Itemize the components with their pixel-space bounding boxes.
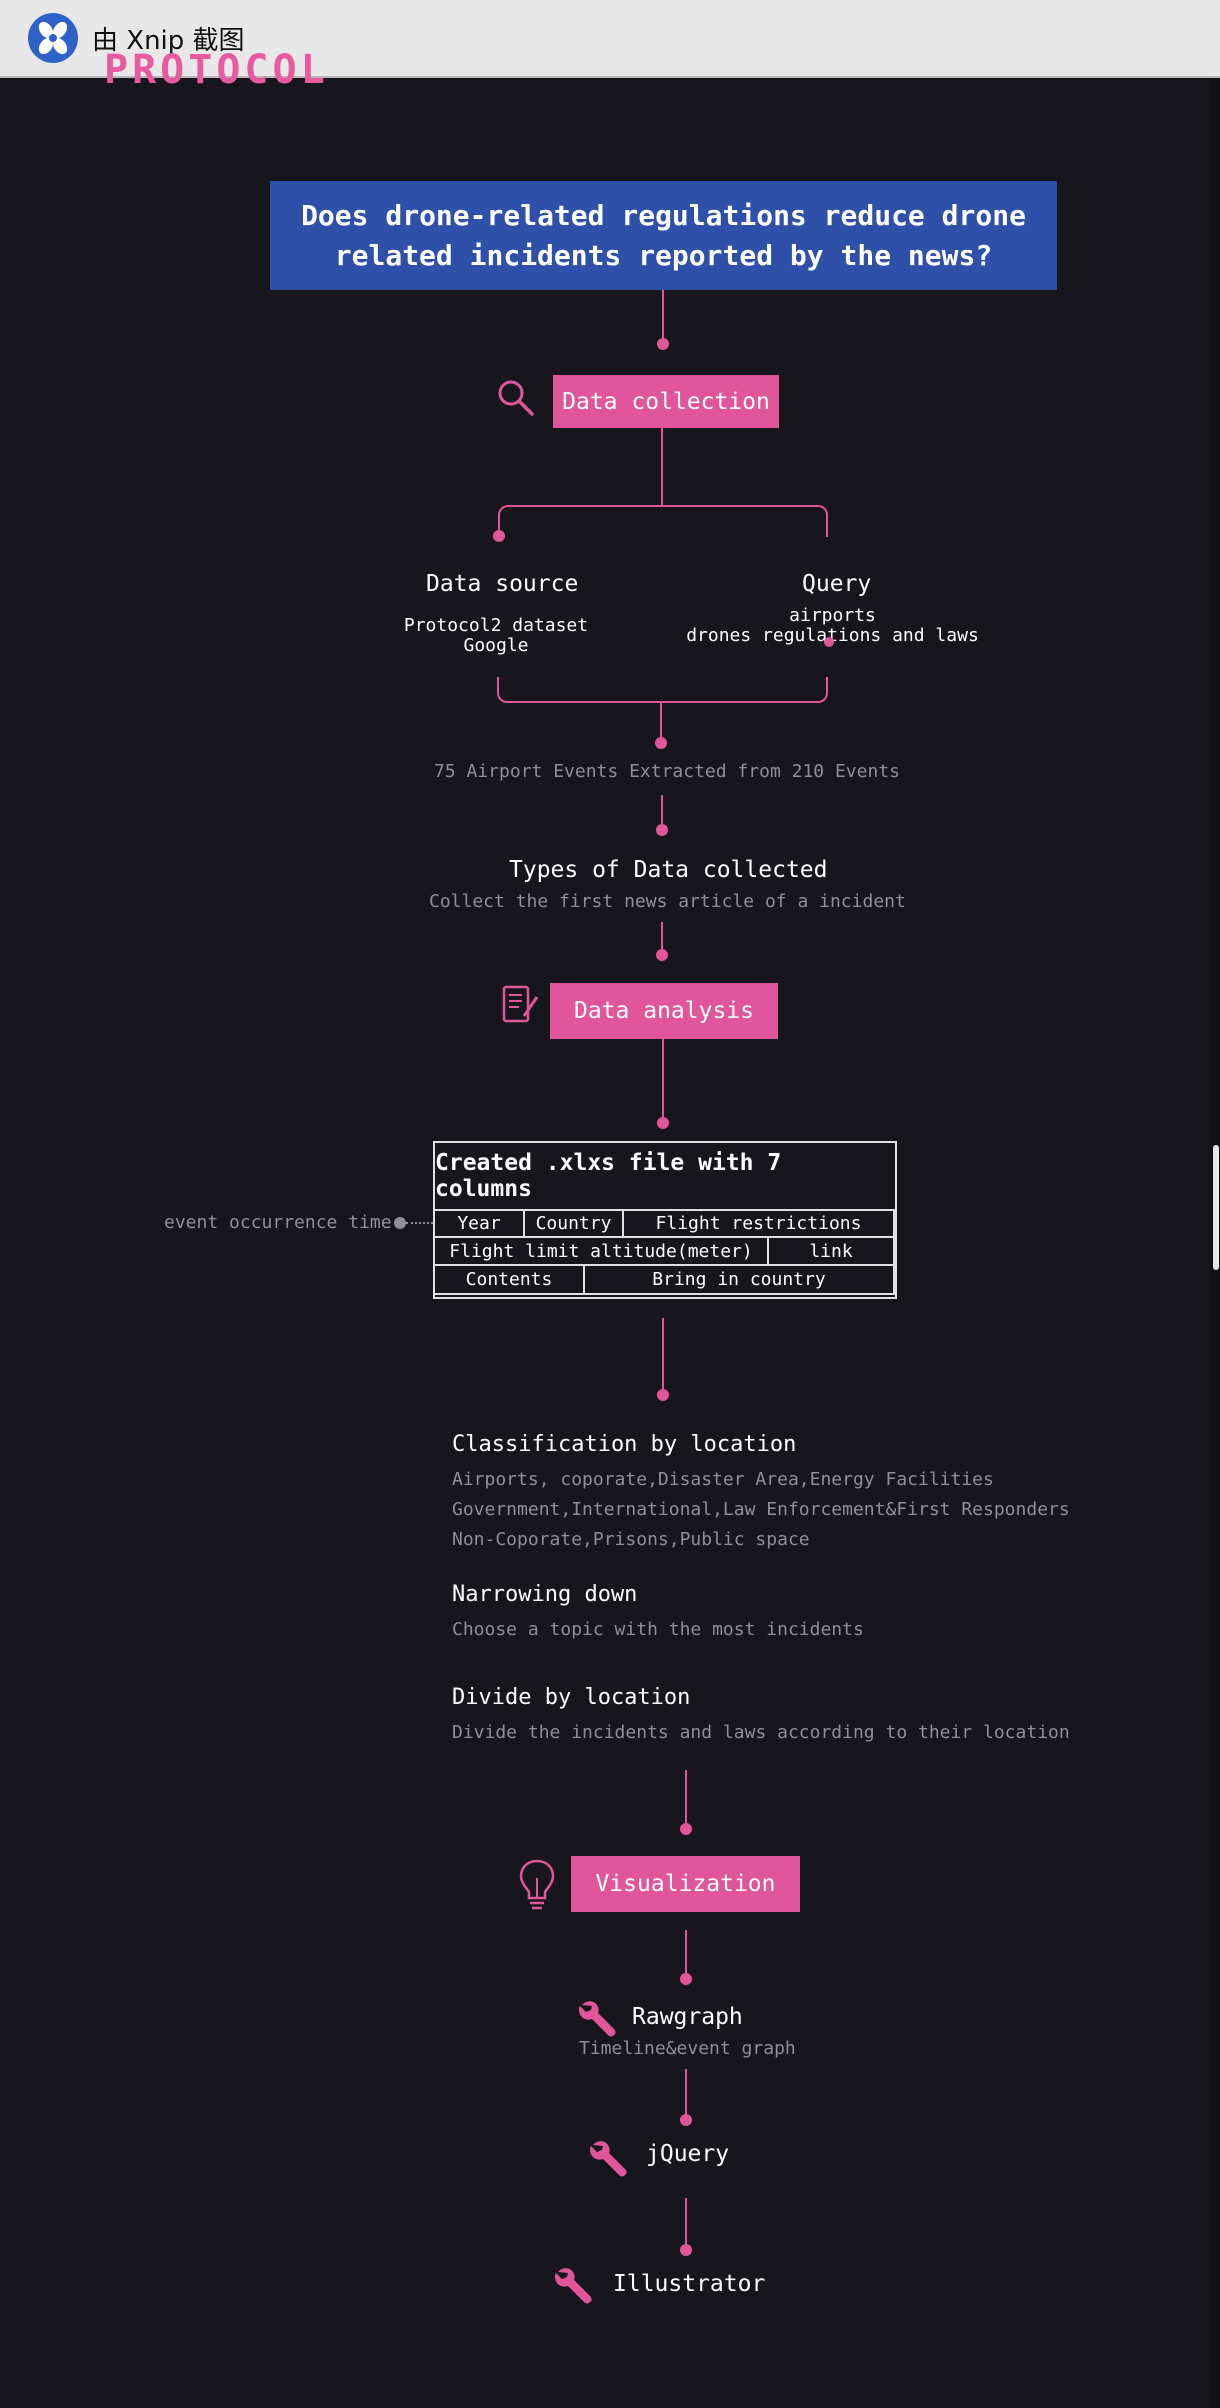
- connector: [661, 795, 663, 827]
- document-icon: [500, 984, 540, 1030]
- scrollbar-thumb[interactable]: [1213, 1145, 1219, 1270]
- data-collection-label: Data collection: [562, 388, 770, 415]
- connector-dot: [680, 1823, 692, 1835]
- side-note-connector: [406, 1222, 433, 1224]
- step-title: Divide by location: [452, 1685, 691, 1710]
- step-divide: Divide by location Divide the incidents …: [452, 1685, 1070, 1748]
- data-analysis-label: Data analysis: [573, 998, 754, 1024]
- table-cell: Year: [433, 1209, 525, 1238]
- table-cell: Contents: [433, 1264, 585, 1295]
- columns-table: Created .xlxs file with 7 columns Year C…: [433, 1141, 897, 1299]
- data-source-item: Protocol2 dataset: [403, 615, 589, 636]
- table-cell: link: [767, 1236, 895, 1266]
- step-narrowing: Narrowing down Choose a topic with the m…: [452, 1582, 864, 1645]
- connector-dot: [657, 1389, 669, 1401]
- table-cell: Flight limit altitude(meter): [433, 1236, 769, 1266]
- step-classification: Classification by location Airports, cop…: [452, 1432, 1070, 1555]
- research-question: Does drone-related regulations reduce dr…: [270, 181, 1057, 290]
- lightbulb-icon: [517, 1858, 557, 1916]
- branch-bracket: [498, 505, 828, 537]
- tool-name: jQuery: [646, 2141, 730, 2167]
- wrench-icon: [552, 2264, 594, 2310]
- connector: [685, 2198, 687, 2248]
- wrench-icon: [587, 2137, 629, 2183]
- step-title: Classification by location: [452, 1432, 797, 1457]
- step-text: Government,International,Law Enforcement…: [452, 1499, 1070, 1520]
- connector-dot: [655, 737, 667, 749]
- side-note-dot: [394, 1217, 406, 1229]
- events-summary: 75 Airport Events Extracted from 210 Eve…: [434, 761, 900, 782]
- connector: [685, 1770, 687, 1828]
- step-title: Narrowing down: [452, 1582, 638, 1607]
- step-text: Non-Coporate,Prisons,Public space: [452, 1529, 810, 1550]
- table-cell: Country: [523, 1209, 624, 1238]
- data-source-title: Data source: [426, 571, 579, 597]
- types-text: Collect the first news article of a inci…: [429, 891, 906, 912]
- side-note: event occurrence time: [164, 1212, 392, 1233]
- step-text: Choose a topic with the most incidents: [452, 1619, 864, 1640]
- window-title: 由 Xnip 截图: [92, 26, 245, 56]
- connector: [661, 428, 663, 506]
- research-question-text: Does drone-related regulations reduce dr…: [301, 198, 1026, 272]
- visualization-label: Visualization: [595, 1871, 776, 1897]
- tool-name: Illustrator: [613, 2271, 766, 2297]
- connector-dot: [824, 637, 834, 647]
- connector: [685, 2069, 687, 2117]
- connector-dot: [680, 2244, 692, 2256]
- connector-dot: [656, 949, 668, 961]
- tool-name: Rawgraph: [632, 2004, 743, 2030]
- query-item: airports: [789, 605, 876, 626]
- connector: [662, 1039, 664, 1125]
- connector-dot: [493, 530, 505, 542]
- connector-dot: [657, 1117, 669, 1129]
- connector-dot: [680, 1973, 692, 1985]
- title-bar: 由 Xnip 截图: [0, 0, 1220, 78]
- merge-bracket: [497, 677, 828, 703]
- connector: [662, 1318, 664, 1394]
- search-icon: [496, 378, 536, 422]
- data-source-list: Protocol2 dataset Google: [396, 616, 596, 656]
- query-list: airports drones regulations and laws: [680, 606, 985, 646]
- connector: [662, 290, 664, 340]
- table-title: Created .xlxs file with 7 columns: [435, 1150, 782, 1202]
- table-cell: Bring in country: [583, 1264, 895, 1295]
- connector-dot: [656, 824, 668, 836]
- connector: [685, 1930, 687, 1983]
- step-text: Airports, coporate,Disaster Area,Energy …: [452, 1469, 994, 1490]
- step-text: Divide the incidents and laws according …: [452, 1722, 1070, 1743]
- visualization-button[interactable]: Visualization: [571, 1856, 800, 1912]
- connector-dot: [680, 2114, 692, 2126]
- wrench-icon: [576, 1997, 618, 2043]
- connector: [661, 922, 663, 952]
- query-item: drones regulations and laws: [686, 625, 979, 646]
- tool-desc: Timeline&event graph: [579, 2038, 796, 2059]
- data-analysis-button[interactable]: Data analysis: [550, 983, 778, 1039]
- data-collection-button[interactable]: Data collection: [553, 375, 779, 428]
- section-label: PROTOCOL: [104, 50, 329, 88]
- data-source-item: Google: [463, 635, 529, 656]
- query-title: Query: [802, 571, 872, 597]
- connector: [660, 703, 662, 743]
- connector-dot: [657, 338, 669, 350]
- table-cell: Flight restrictions: [622, 1209, 895, 1238]
- xnip-logo-icon: [28, 13, 78, 63]
- types-title: Types of Data collected: [509, 857, 828, 883]
